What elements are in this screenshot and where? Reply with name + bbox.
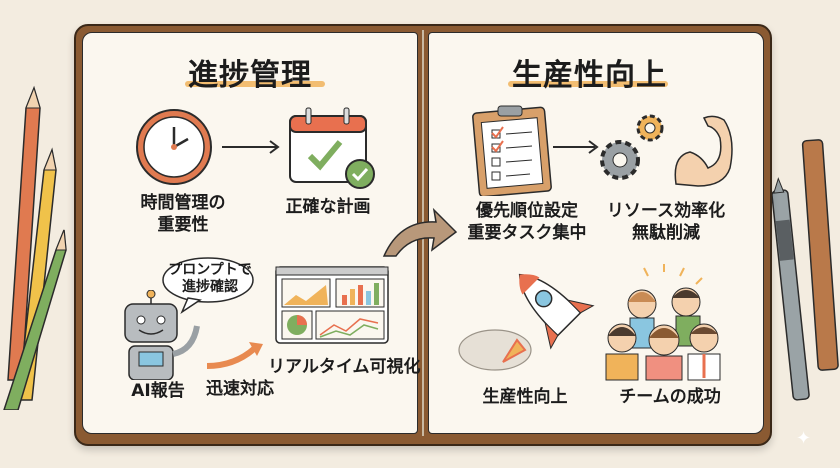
label-quick-response: 迅速対応	[206, 379, 274, 399]
big-arrow-icon	[382, 207, 458, 257]
arrow-icon	[222, 140, 280, 154]
label-team-success: チームの成功	[619, 387, 721, 407]
title-underline	[508, 81, 668, 87]
label-prioritization: 優先順位設定重要タスク集中	[467, 201, 587, 243]
team-icon	[605, 264, 721, 381]
clock-icon	[136, 109, 212, 185]
arrow-icon	[553, 140, 599, 154]
speech-bubble-text: プロンプトで進捗確認	[168, 262, 252, 295]
calendar-check-icon	[289, 107, 375, 189]
dashboard-icon	[275, 266, 389, 344]
right-page-title: 生産性向上	[512, 58, 667, 93]
rocket-icon	[458, 273, 595, 371]
label-ai-report: AI報告	[131, 381, 185, 401]
label-productivity: 生産性向上	[482, 387, 568, 407]
gears-muscle-icon	[600, 114, 733, 187]
sparkle-icon: ✦	[796, 428, 812, 449]
colored-pencils-icon	[3, 85, 67, 410]
label-accurate-plan: 正確な計画	[285, 197, 371, 217]
speech-bubble	[162, 257, 254, 314]
title-underline	[185, 81, 325, 87]
swoosh-arrow-icon	[206, 342, 263, 369]
left-page-title: 進捗管理	[188, 58, 312, 93]
robot-icon	[124, 290, 200, 380]
pens-icon	[771, 139, 839, 401]
label-time-management: 時間管理の重要性	[140, 193, 226, 235]
label-realtime-visualization: リアルタイム可視化	[268, 357, 421, 377]
label-resource-efficiency: リソース効率化無駄削減	[606, 201, 726, 243]
clipboard-checklist-icon	[472, 105, 552, 196]
